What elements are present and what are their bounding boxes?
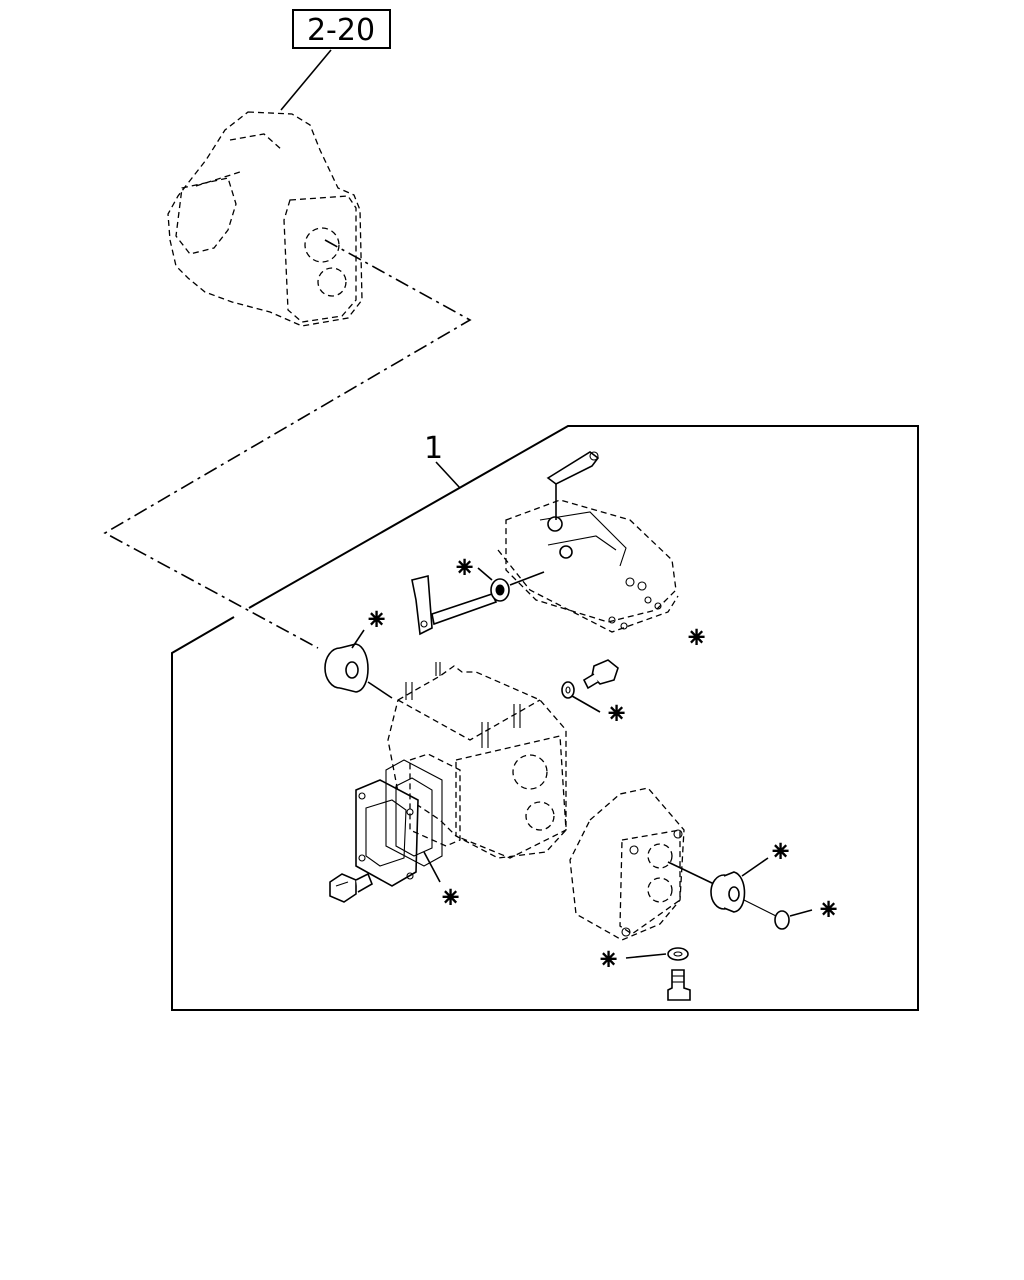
side-cover-plate[interactable] [355,779,419,887]
asterisk-marker: ⁕ [768,835,793,870]
item-1-leader-line [435,461,461,489]
side-opening-frame[interactable] [409,753,461,847]
gasket-leader-line [423,851,441,883]
rear-seal-guide-line [667,861,715,885]
assembly-group-outline [171,425,919,1011]
svg-text:⁕: ⁕ [438,881,463,916]
reference-label-text: 2-20 [307,13,375,48]
svg-text:⁕: ⁕ [684,621,709,656]
seal-leader-line [367,681,393,699]
reference-label-2-20[interactable]: 2-20 [292,9,391,49]
bushing-leader-line [509,571,545,586]
item-number-1[interactable]: 1 [424,431,443,466]
shaft-bushing[interactable] [490,578,510,602]
top-cover[interactable] [497,499,679,633]
oil-seal-rear[interactable] [710,871,746,913]
clutch-housing[interactable] [167,111,363,327]
o-ring[interactable] [774,910,790,930]
asterisk-marker: ⁕ [452,551,477,586]
svg-text:⁕: ⁕ [596,943,621,978]
washer-leader-line [571,695,601,713]
bottom-washer[interactable] [667,947,689,961]
asterisk-marker: ⁕ [604,697,629,732]
shift-lever[interactable] [546,451,600,520]
svg-text:⁕: ⁕ [364,603,389,638]
side-cover-gasket[interactable] [385,759,443,867]
drain-plug-bolt[interactable] [582,659,619,690]
o-ring-asterisk-leader [789,909,813,917]
svg-text:⁕: ⁕ [768,835,793,870]
asterisk-marker: ⁕ [816,893,841,928]
svg-text:⁕: ⁕ [452,551,477,586]
asterisk-marker: ⁕ [438,881,463,916]
drain-plug-washer[interactable] [561,681,575,699]
svg-text:⁕: ⁕ [604,697,629,732]
assembly-guide-line [103,239,472,649]
svg-text:⁕: ⁕ [816,893,841,928]
rear-seal-asterisk-leader [741,857,769,877]
asterisk-marker: ⁕ [596,943,621,978]
cover-bolt[interactable] [329,872,374,903]
bottom-washer-leader [625,953,667,959]
reference-leader-line [280,49,332,111]
bottom-bolt[interactable] [667,969,691,1001]
asterisk-leader-line [477,567,493,581]
shift-shaft-with-lever[interactable] [411,574,498,636]
seal-asterisk-leader [351,629,365,649]
oil-seal-left[interactable] [324,643,369,693]
rear-extension-housing[interactable] [569,787,685,941]
asterisk-marker: ⁕ [684,621,709,656]
o-ring-guide-line [743,899,777,917]
asterisk-marker: ⁕ [364,603,389,638]
